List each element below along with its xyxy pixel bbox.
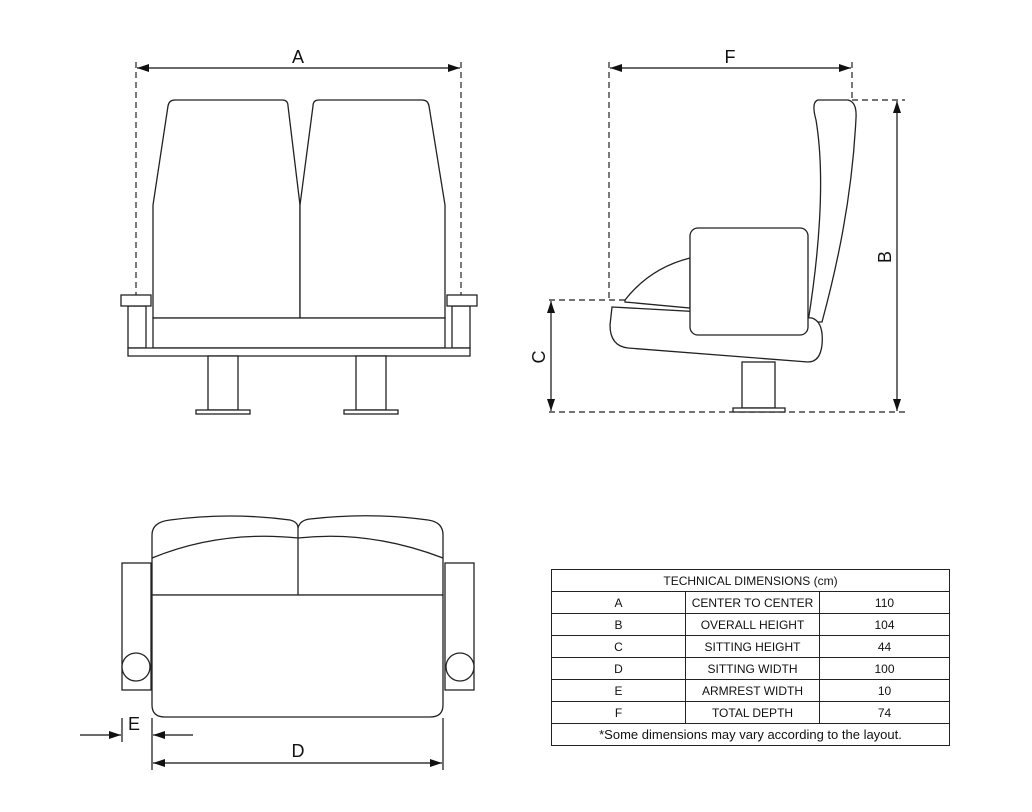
side-foot xyxy=(732,407,786,413)
side-backrest xyxy=(807,99,857,323)
table-note: *Some dimensions may vary according to t… xyxy=(551,723,950,746)
seat-front xyxy=(152,317,446,349)
top-seat xyxy=(151,594,444,718)
left-cupholder xyxy=(121,652,151,682)
right-armrest xyxy=(446,294,478,307)
label-e: E xyxy=(128,714,140,734)
right-armrest-post xyxy=(451,305,471,349)
top-view: E D xyxy=(80,515,475,770)
base-beam xyxy=(127,347,471,357)
side-view: F B C xyxy=(529,47,905,413)
label-a: A xyxy=(292,47,304,67)
table-title: TECHNICAL DIMENSIONS (cm) xyxy=(551,569,950,592)
right-leg xyxy=(355,355,387,411)
side-armrest-panel xyxy=(689,227,809,336)
label-c: C xyxy=(529,351,549,364)
left-backrest xyxy=(152,99,301,319)
left-leg xyxy=(207,355,239,411)
right-foot xyxy=(343,409,399,415)
label-d: D xyxy=(292,741,305,761)
label-b: B xyxy=(875,251,895,263)
left-armrest xyxy=(120,294,152,307)
side-armrest-front xyxy=(624,257,691,309)
left-foot xyxy=(195,409,251,415)
left-armrest-post xyxy=(127,305,147,349)
right-cupholder xyxy=(445,652,475,682)
front-view: A xyxy=(120,47,478,415)
right-backrest xyxy=(299,99,446,319)
side-leg xyxy=(741,361,776,409)
label-f: F xyxy=(725,47,736,67)
